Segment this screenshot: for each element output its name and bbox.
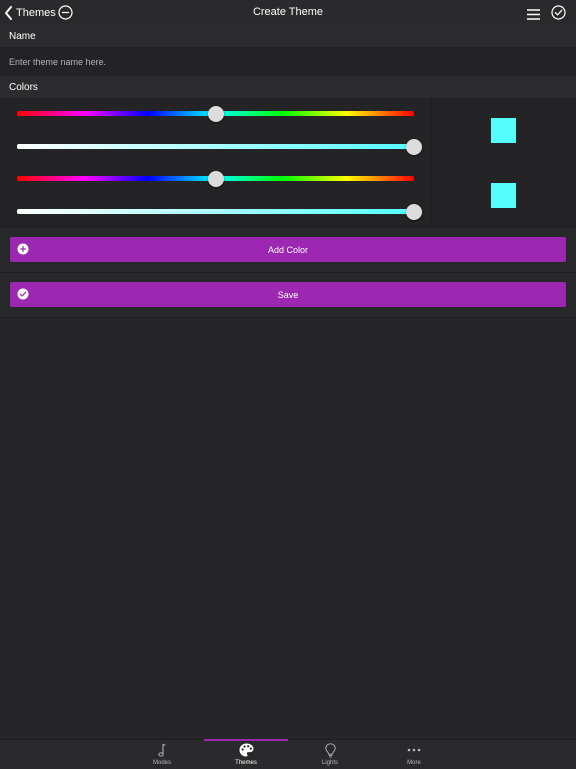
divider (431, 163, 432, 227)
check-circle-icon (551, 5, 566, 20)
tab-modes[interactable]: Modes (120, 740, 204, 769)
active-tab-indicator (204, 739, 288, 741)
add-color-button[interactable]: Add Color (10, 237, 566, 262)
divider (431, 98, 432, 162)
saturation-slider-track[interactable] (17, 209, 414, 214)
minus-circle-icon (58, 5, 73, 20)
plus-circle-icon (17, 243, 29, 255)
color-row (0, 163, 576, 227)
more-dots-icon (407, 748, 421, 752)
done-button[interactable] (551, 5, 566, 25)
hue-slider-thumb[interactable] (207, 106, 224, 122)
add-color-label: Add Color (267, 245, 309, 255)
tab-label: Lights (321, 760, 338, 766)
saturation-slider-thumb[interactable] (406, 139, 422, 155)
tab-lights[interactable]: Lights (288, 740, 372, 769)
tab-bar: Modes Themes Lights (0, 739, 576, 769)
name-section-header: Name (0, 25, 576, 47)
navigation-bar: Themes Create Theme (0, 0, 576, 25)
lightbulb-icon (324, 743, 336, 758)
menu-button[interactable] (527, 7, 540, 25)
name-row (0, 47, 576, 76)
hue-slider-thumb[interactable] (207, 171, 224, 187)
back-button[interactable]: Themes (4, 4, 56, 21)
hamburger-menu-icon (527, 9, 540, 20)
tab-label: Themes (235, 760, 257, 766)
tab-label: Modes (152, 760, 171, 766)
check-circle-filled-icon (17, 288, 29, 300)
music-note-icon (158, 743, 166, 757)
back-label: Themes (16, 6, 56, 19)
tab-label: More (407, 760, 421, 766)
colors-section-header: Colors (0, 76, 576, 98)
palette-icon (239, 743, 253, 757)
chevron-left-icon (5, 5, 12, 20)
saturation-slider-track[interactable] (17, 144, 414, 149)
save-label: Save (277, 290, 299, 300)
page-title: Create Theme (252, 6, 324, 18)
divider (0, 317, 576, 318)
tab-more[interactable]: More (372, 740, 456, 769)
color-row (0, 98, 576, 162)
divider (0, 272, 576, 273)
saturation-slider-thumb[interactable] (406, 204, 422, 220)
color-swatch (491, 118, 516, 143)
theme-name-input[interactable] (9, 47, 529, 76)
divider (0, 161, 576, 162)
color-swatch (491, 183, 516, 208)
remove-button[interactable] (58, 5, 73, 25)
save-button[interactable]: Save (10, 282, 566, 307)
divider (0, 226, 576, 227)
tab-themes[interactable]: Themes (204, 739, 288, 769)
